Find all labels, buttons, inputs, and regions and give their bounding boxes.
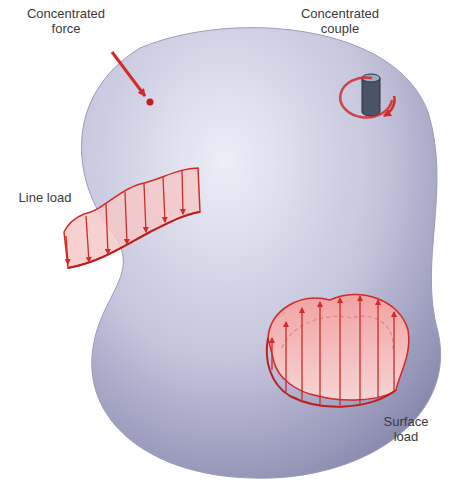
couple-symbol bbox=[340, 74, 394, 117]
line-load bbox=[64, 168, 200, 268]
solid-body bbox=[81, 28, 440, 479]
load-label: Concentrated couple bbox=[292, 6, 388, 36]
force-arrow bbox=[112, 52, 154, 106]
surface-load bbox=[267, 295, 409, 407]
load-label: Surface load bbox=[374, 414, 438, 444]
load-label: Concentrated force bbox=[18, 6, 114, 36]
load-label: Line load bbox=[10, 190, 80, 205]
